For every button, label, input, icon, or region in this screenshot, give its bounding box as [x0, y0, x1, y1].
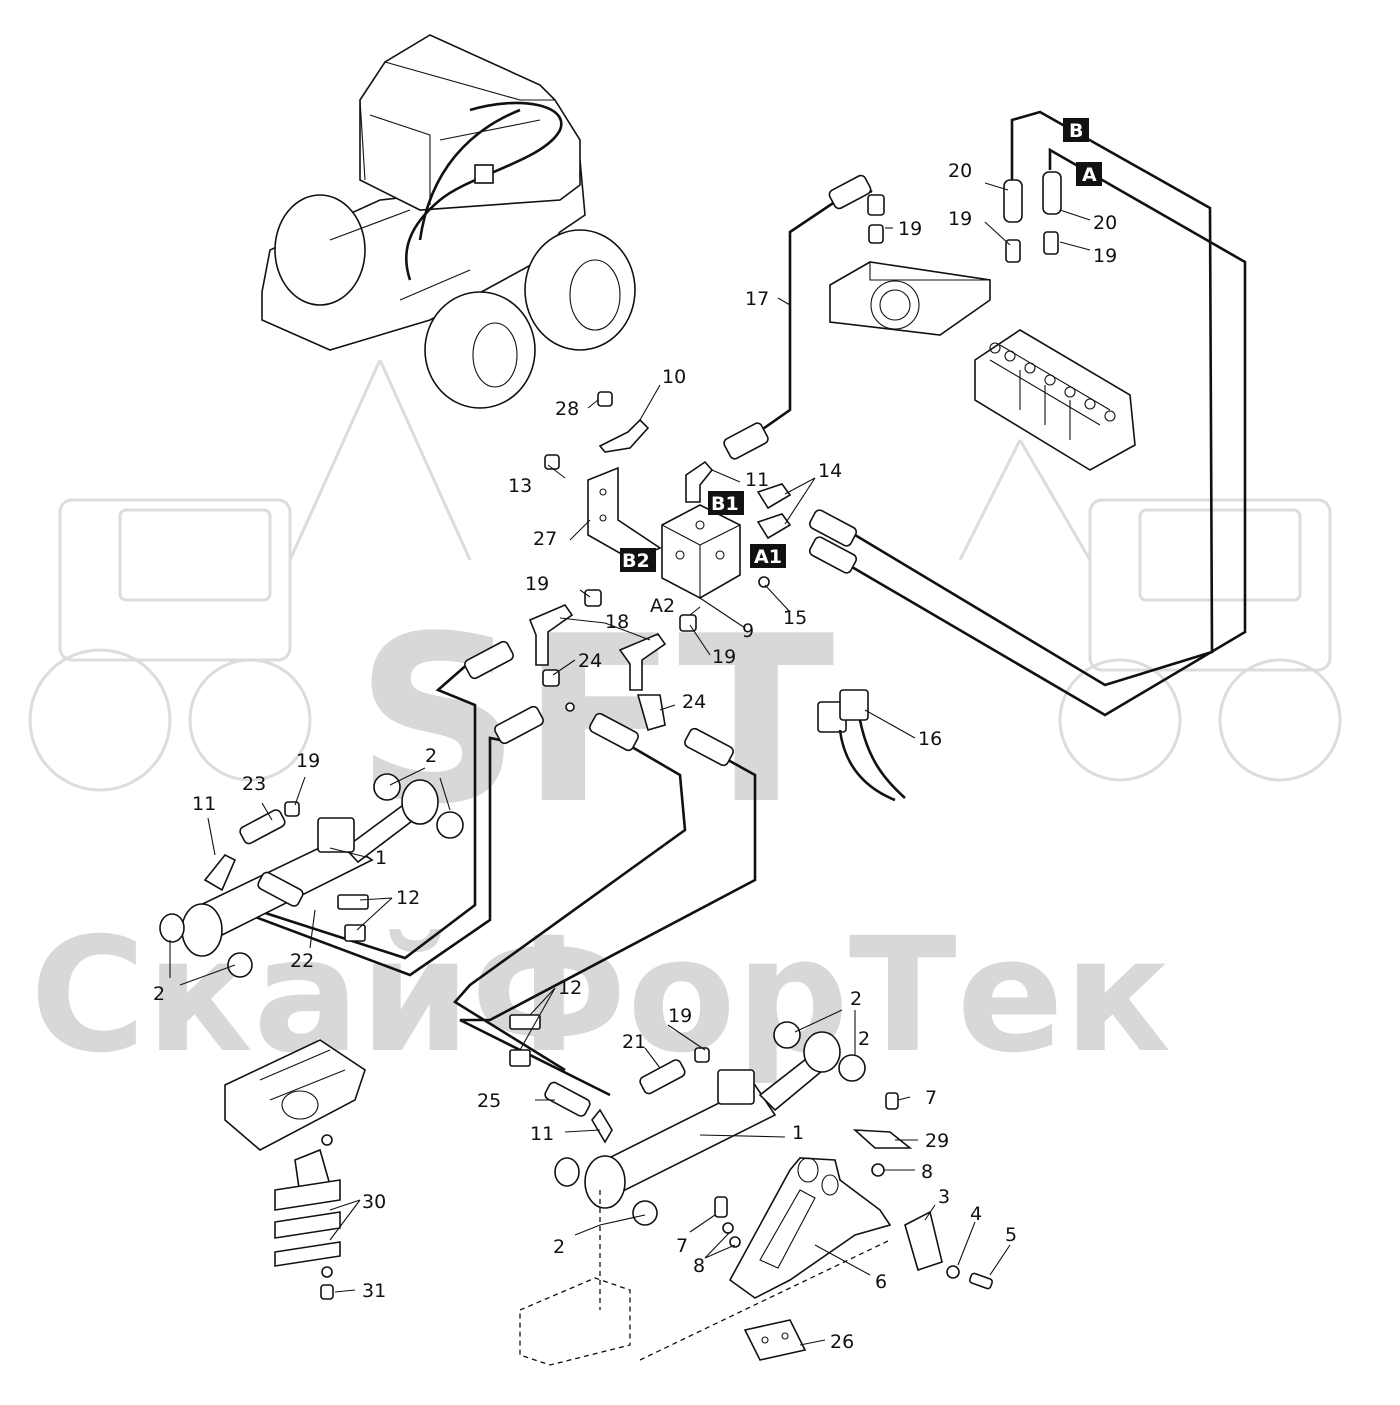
hoses-top: [723, 110, 1247, 717]
watermark-background: SFT СкайФорТек: [28, 359, 1342, 1088]
callout-19: 19: [712, 646, 736, 668]
callout-16: 16: [918, 728, 942, 750]
port-tag-b2: B2: [622, 550, 650, 572]
callout-18: 18: [605, 611, 629, 633]
callout-26: 26: [830, 1331, 854, 1353]
frame-bracket-icon: [224, 1039, 366, 1300]
callout-30: 30: [362, 1191, 386, 1213]
callout-2: 2: [153, 983, 165, 1005]
callout-31: 31: [362, 1280, 386, 1302]
port-tag-a1: A1: [754, 546, 782, 568]
callout-5: 5: [1005, 1224, 1017, 1246]
mounting-plate-icon: [829, 261, 991, 336]
callout-labels: 20 20 19 19 19 17 10 28 13 11 14 27 19 1…: [153, 160, 1117, 1353]
machine-overview-icon: [261, 34, 636, 409]
callout-11: 11: [530, 1123, 554, 1145]
callout-19: 19: [1093, 245, 1117, 267]
callout-9: 9: [742, 620, 754, 642]
support-bracket-6-icon: [519, 1092, 994, 1366]
callout-10: 10: [662, 366, 686, 388]
callout-6: 6: [875, 1271, 887, 1293]
callout-19: 19: [948, 208, 972, 230]
port-tag-b1: B1: [711, 493, 739, 515]
callout-1: 1: [792, 1122, 804, 1144]
callout-7: 7: [925, 1087, 937, 1109]
valve-block-9-icon: [544, 391, 792, 599]
callout-19: 19: [296, 750, 320, 772]
callout-24: 24: [578, 650, 602, 672]
control-valve-block-icon: [974, 329, 1136, 471]
callout-13: 13: [508, 475, 532, 497]
leader-lines: [169, 182, 1091, 1346]
callout-7: 7: [676, 1235, 688, 1257]
callout-2: 2: [850, 988, 862, 1010]
callout-25: 25: [477, 1090, 501, 1112]
callout-3: 3: [938, 1186, 950, 1208]
callout-1: 1: [375, 847, 387, 869]
callout-a2: A2: [650, 595, 675, 617]
callout-21: 21: [622, 1031, 646, 1053]
callout-20: 20: [948, 160, 972, 182]
callout-22: 22: [290, 950, 314, 972]
fittings-top-right-icon: [867, 171, 1062, 263]
hoses-middle: [224, 640, 757, 1097]
port-tag-b-box: [1063, 118, 1089, 142]
watermark-tractor-left-icon: [28, 359, 472, 792]
callout-28: 28: [555, 398, 579, 420]
callout-27: 27: [533, 528, 557, 550]
callout-11: 11: [745, 469, 769, 491]
callout-15: 15: [783, 607, 807, 629]
callout-8: 8: [693, 1255, 705, 1277]
port-tag-a1-box: [750, 544, 786, 568]
callout-4: 4: [970, 1203, 982, 1225]
watermark-tractor-right-icon: [958, 439, 1342, 782]
callout-17: 17: [745, 288, 769, 310]
callout-8: 8: [921, 1161, 933, 1183]
cylinder-upper-icon: [159, 773, 464, 978]
port-tag-b: B: [1069, 120, 1083, 142]
callout-12: 12: [396, 887, 420, 909]
port-tag-a-box: [1076, 162, 1102, 186]
callout-2: 2: [858, 1028, 870, 1050]
callout-19: 19: [525, 573, 549, 595]
callout-29: 29: [925, 1130, 949, 1152]
cylinder-lower-icon: [509, 1014, 866, 1226]
callout-14: 14: [818, 460, 842, 482]
callout-11: 11: [192, 793, 216, 815]
callout-2: 2: [425, 745, 437, 767]
callout-19: 19: [668, 1005, 692, 1027]
callout-19: 19: [898, 218, 922, 240]
port-tag-b2-box: [620, 548, 656, 572]
callout-2: 2: [553, 1236, 565, 1258]
callout-12: 12: [558, 977, 582, 999]
callout-23: 23: [242, 773, 266, 795]
callout-20: 20: [1093, 212, 1117, 234]
port-tag-b1-box: [708, 491, 744, 515]
port-tag-a: A: [1082, 164, 1097, 186]
tee-fittings-icon: [528, 589, 697, 731]
callout-24: 24: [682, 691, 706, 713]
port-tags: B A B1 B2 A1: [620, 118, 1102, 572]
connectors-16-icon: [817, 689, 906, 802]
